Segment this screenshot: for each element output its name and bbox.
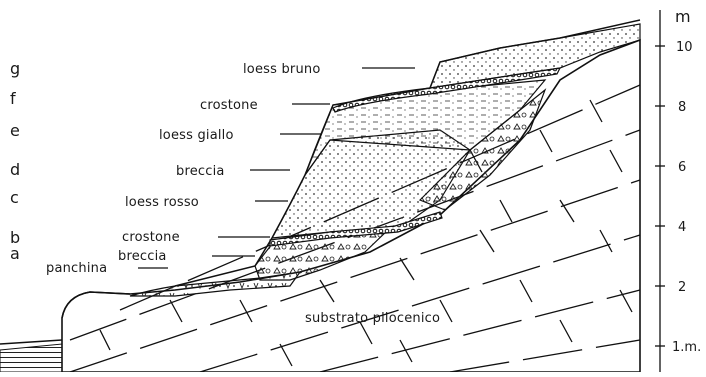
scale-tick-1m: 1.m. xyxy=(672,340,701,355)
layer-letter-e: e xyxy=(10,121,20,140)
label-loess-rosso: loess rosso xyxy=(125,195,199,210)
label-crostone-lower: crostone xyxy=(122,230,180,245)
layer-letter-d: d xyxy=(10,160,20,179)
scale-tick-2: 2 xyxy=(678,280,686,295)
label-panchina: panchina xyxy=(46,261,107,276)
scale-tick-10: 10 xyxy=(676,40,693,55)
layer-letter-f: f xyxy=(10,89,16,108)
label-loess-bruno: loess bruno xyxy=(243,62,320,77)
layer-letter-a: a xyxy=(10,244,20,263)
scale-tick-6: 6 xyxy=(678,160,686,175)
layer-letter-g: g xyxy=(10,59,20,78)
label-breccia-upper: breccia xyxy=(176,164,225,179)
label-breccia-lower: breccia xyxy=(118,249,167,264)
left-hatched-deposit xyxy=(0,344,62,372)
label-substrato-pliocenico: substrato pliocenico xyxy=(305,311,440,326)
label-loess-giallo: loess giallo xyxy=(159,128,234,143)
label-crostone-upper: crostone xyxy=(200,98,258,113)
layer-letter-c: c xyxy=(10,188,19,207)
layer-letters: g f e d c b a xyxy=(10,59,20,263)
scale-unit: m xyxy=(675,7,691,26)
vertical-scale: m 10 8 6 4 2 1.m. xyxy=(655,7,701,372)
scale-tick-8: 8 xyxy=(678,100,686,115)
scale-tick-4: 4 xyxy=(678,220,686,235)
